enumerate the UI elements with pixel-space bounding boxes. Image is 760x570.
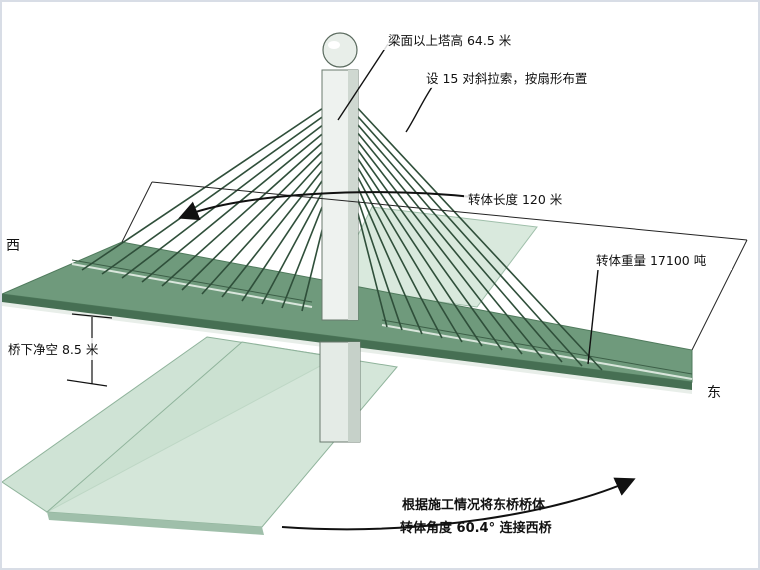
east-label: 东 bbox=[707, 385, 721, 401]
west-label: 西 bbox=[6, 238, 20, 254]
rotation-arc-bottom bbox=[281, 477, 636, 531]
cables-label: 设 15 对斜拉索，按扇形布置 bbox=[426, 71, 587, 86]
tower-top-sphere bbox=[322, 32, 358, 68]
tower-height-label: 梁面以上塔高 64.5 米 bbox=[388, 33, 512, 48]
rotation-note-line1: 根据施工情况将东桥桥体 bbox=[402, 497, 546, 513]
rotation-arc-top bbox=[178, 191, 473, 221]
length-label: 转体长度 120 米 bbox=[468, 192, 563, 207]
rotation-note-line2: 转体角度 60.4° 连接西桥 bbox=[400, 520, 553, 536]
clearance-label: 桥下净空 8.5 米 bbox=[8, 342, 99, 357]
weight-label: 转体重量 17100 吨 bbox=[596, 253, 707, 268]
